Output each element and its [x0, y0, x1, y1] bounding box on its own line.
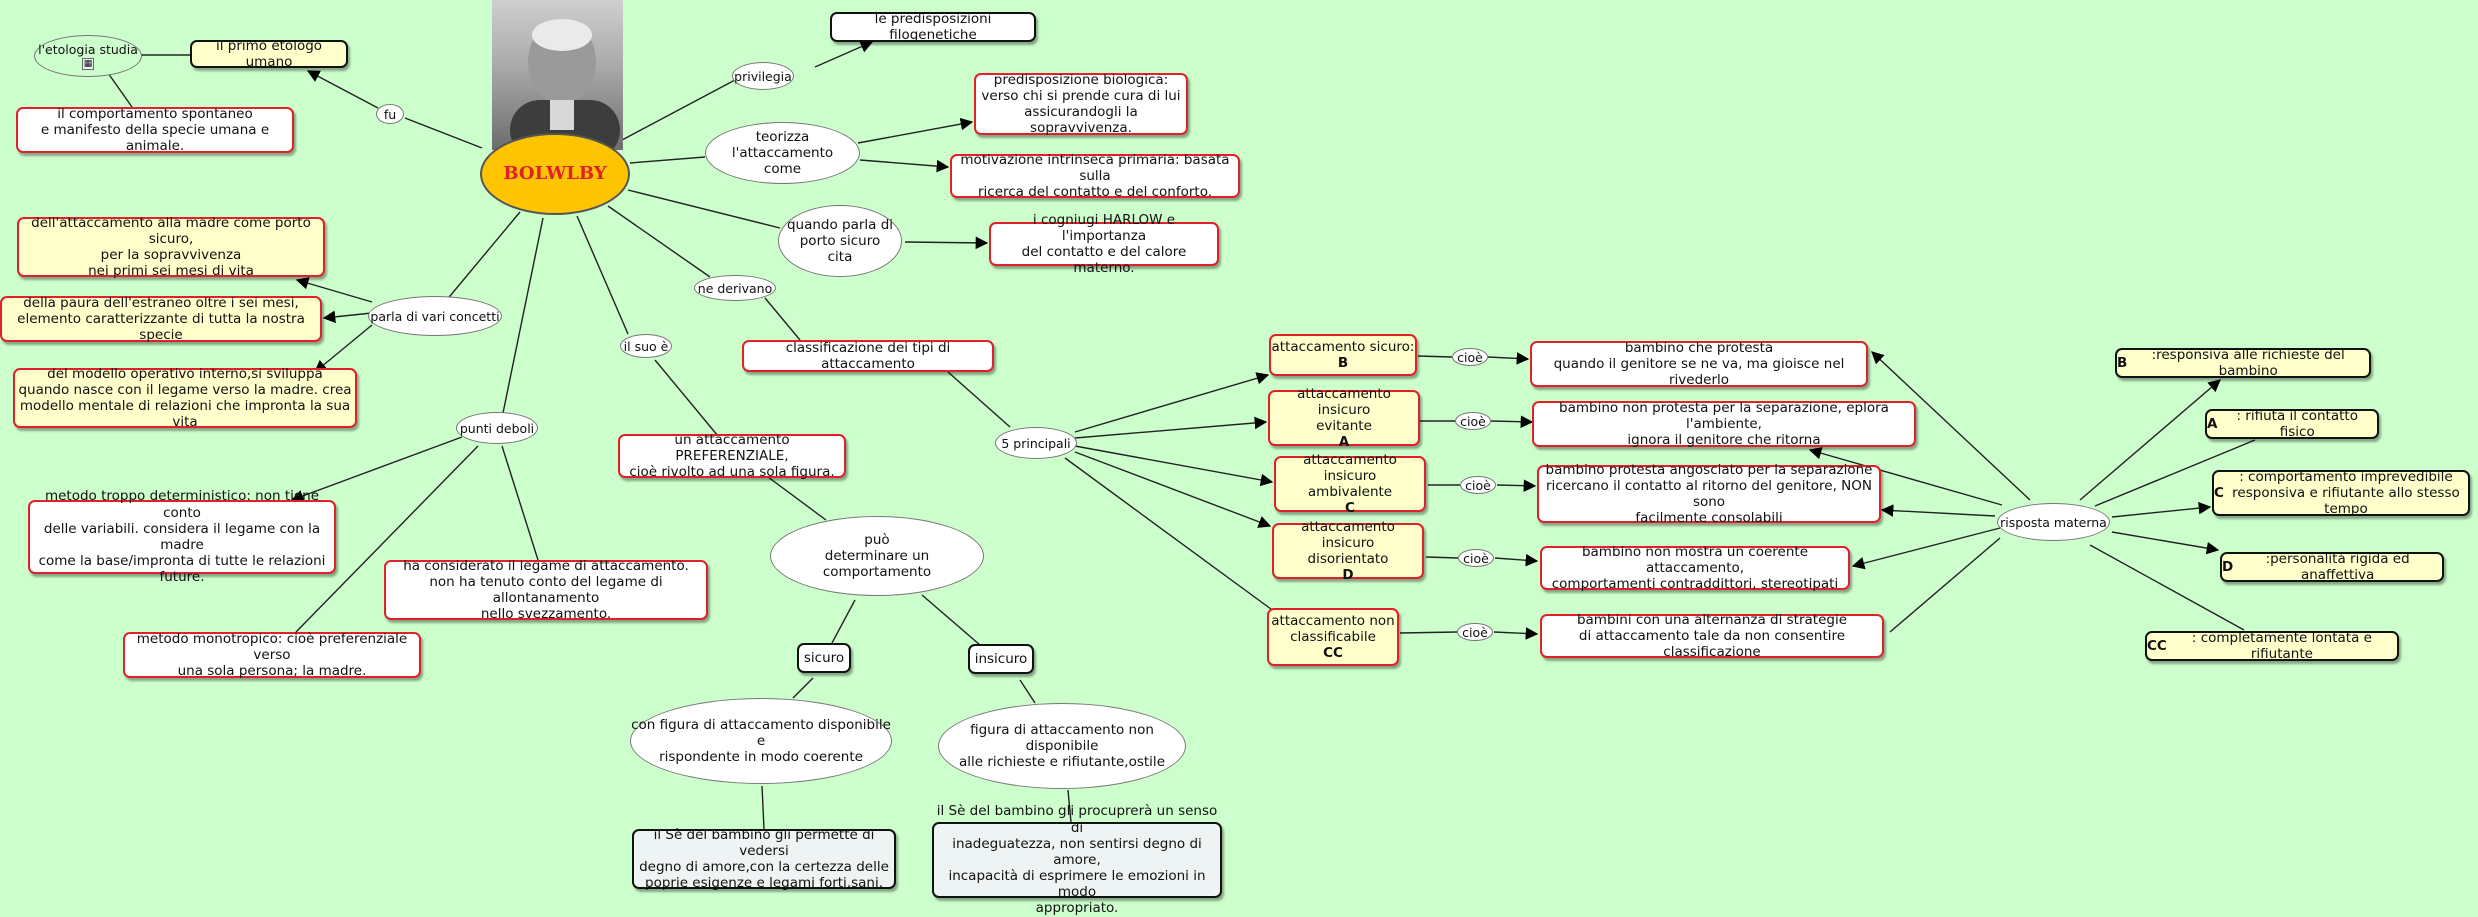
- link-ne-derivano[interactable]: ne derivano: [694, 275, 776, 301]
- node-figura-disponibile[interactable]: con figura di attaccamento disponibile e…: [630, 698, 892, 784]
- risposta-code: C: [2214, 484, 2224, 501]
- desc-sicuro[interactable]: bambino che protesta quando il genitore …: [1530, 340, 1868, 388]
- desc-non-classificabile[interactable]: bambini con una alternanza di strategie …: [1540, 612, 1884, 660]
- type-code: C: [1345, 500, 1355, 517]
- type-non-classificabile-cc[interactable]: attaccamento non classificabile CC: [1267, 608, 1399, 666]
- risposta-a[interactable]: A : rifiuta il contatto fisico: [2205, 407, 2379, 440]
- node-puo-determinare[interactable]: può determinare un comportamento: [770, 516, 984, 596]
- node-sicuro[interactable]: sicuro: [797, 643, 851, 673]
- node-etologia-label: l'etologia studia: [38, 41, 138, 57]
- bowlby-portrait-image: [492, 0, 623, 150]
- risposta-text: : completamente lontata e rifiutante: [2191, 629, 2372, 662]
- type-disorientato-d[interactable]: attaccamento insicuro disorientato D: [1272, 519, 1424, 583]
- desc-evitante[interactable]: bambino non protesta per la separazione,…: [1532, 400, 1916, 448]
- type-code: B: [1337, 355, 1349, 371]
- node-comportamento[interactable]: il comportamento spontaneo e manifesto d…: [16, 106, 294, 154]
- node-concetto-modello[interactable]: del modello operativo interno,si svilupp…: [13, 366, 357, 430]
- node-teorizza[interactable]: teorizza l'attaccamento come: [705, 122, 860, 184]
- node-preferenziale[interactable]: un attaccamento PREFERENZIALE, cioè rivo…: [618, 432, 846, 480]
- node-primo-etologo[interactable]: il primo etologo umano: [190, 38, 348, 70]
- link-cioe[interactable]: cioè: [1455, 412, 1491, 430]
- node-concetto-paura[interactable]: della paura dell'estraneo oltre i sei me…: [0, 295, 322, 343]
- type-code: D: [1342, 567, 1354, 584]
- type-code: A: [1338, 434, 1350, 451]
- node-debole-svezzamento[interactable]: ha considerato il legame di attaccamento…: [384, 558, 708, 622]
- node-porto-sicuro[interactable]: quando parla di porto sicuro cita: [778, 205, 902, 277]
- link-il-suo-e[interactable]: il suo è: [620, 334, 672, 358]
- link-cioe[interactable]: cioè: [1460, 476, 1496, 494]
- link-privilegia[interactable]: privilegia: [732, 62, 794, 90]
- type-name: attaccamento non classificabile: [1271, 612, 1395, 645]
- type-ambivalente-c[interactable]: attaccamento insicuro ambivalente C: [1274, 452, 1426, 516]
- node-parla-concetti[interactable]: parla di vari concetti: [368, 296, 502, 336]
- node-se-positivo[interactable]: il Sè del bambino gli permette di veders…: [632, 827, 896, 891]
- node-predisposizione-biologica[interactable]: predisposizione biologica: verso chi si …: [974, 72, 1188, 136]
- center-node-bowlby[interactable]: BOLWLBY: [480, 133, 630, 215]
- risposta-code: B: [2117, 354, 2128, 371]
- type-sicuro-b[interactable]: attaccamento sicuro: B: [1269, 334, 1417, 376]
- risposta-code: CC: [2147, 637, 2167, 654]
- node-punti-deboli[interactable]: punti deboli: [456, 412, 538, 444]
- node-debole-deterministico[interactable]: metodo troppo deterministico: non tiene …: [28, 488, 336, 585]
- node-concetto-madre[interactable]: dell'attaccamento alla madre come porto …: [17, 215, 325, 279]
- risposta-c[interactable]: C : comportamento imprevedibile responsiv…: [2212, 468, 2470, 518]
- node-etologia[interactable]: l'etologia studia ▦: [34, 35, 142, 77]
- risposta-code: D: [2222, 558, 2234, 575]
- type-name: attaccamento insicuro evitante: [1297, 385, 1391, 434]
- risposta-code: A: [2207, 415, 2218, 432]
- type-name: attaccamento insicuro disorientato: [1301, 518, 1395, 567]
- risposta-cc[interactable]: CC : completamente lontata e rifiutante: [2145, 629, 2399, 662]
- node-risposta-materna[interactable]: risposta materna: [1997, 503, 2110, 541]
- node-predisposizioni[interactable]: le predisposizioni filogenetiche: [830, 11, 1036, 43]
- risposta-text: :personalità rigida ed anaffettiva: [2265, 550, 2410, 583]
- risposta-b[interactable]: B :responsiva alle richieste del bambino: [2115, 346, 2371, 379]
- risposta-text: : rifiuta il contatto fisico: [2236, 407, 2358, 440]
- node-se-negativo[interactable]: il Sè del bambino gli procuprerà un sens…: [932, 803, 1222, 916]
- node-harlow[interactable]: i cogniugi HARLOW e l'importanza del con…: [989, 212, 1219, 276]
- type-code: CC: [1323, 645, 1343, 662]
- risposta-text: :responsiva alle richieste del bambino: [2151, 346, 2345, 379]
- risposta-d[interactable]: D :personalità rigida ed anaffettiva: [2220, 550, 2444, 583]
- desc-ambivalente[interactable]: bambino protesta angosciato per la separ…: [1537, 462, 1881, 526]
- node-motivazione[interactable]: motivazione intrinseca primaria: basata …: [950, 152, 1240, 200]
- type-name: attaccamento insicuro ambivalente: [1303, 451, 1397, 500]
- portrait-silhouette-icon: [510, 19, 620, 150]
- node-classificazione[interactable]: classificazione dei tipi di attaccamento: [742, 340, 994, 372]
- node-insicuro[interactable]: insicuro: [968, 644, 1034, 674]
- attachment-icon: ▦: [81, 57, 95, 71]
- desc-disorientato[interactable]: bambino non mostra un coerente attaccame…: [1540, 544, 1850, 592]
- node-cinque-principali[interactable]: 5 principali: [995, 427, 1077, 459]
- type-name: attaccamento sicuro:: [1271, 338, 1415, 355]
- node-debole-monotropico[interactable]: metodo monotropico: cioè preferenziale v…: [123, 631, 421, 679]
- type-evitante-a[interactable]: attaccamento insicuro evitante A: [1268, 386, 1420, 450]
- link-cioe[interactable]: cioè: [1452, 348, 1488, 366]
- node-figura-non-disponibile[interactable]: figura di attaccamento non disponibile a…: [938, 703, 1186, 789]
- risposta-text: : comportamento imprevedibile responsiva…: [2232, 468, 2460, 518]
- link-cioe[interactable]: cioè: [1458, 549, 1494, 567]
- link-fu[interactable]: fu: [376, 104, 404, 124]
- link-cioe[interactable]: cioè: [1457, 623, 1493, 641]
